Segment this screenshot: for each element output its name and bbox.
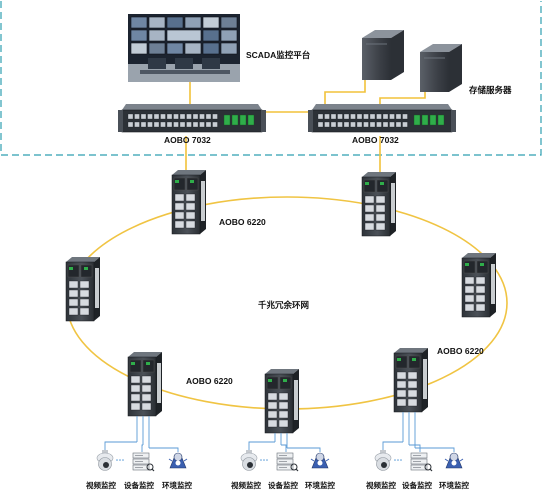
device-monitor-icon bbox=[276, 452, 299, 472]
ring-network-label: 千兆冗余环网 bbox=[258, 300, 310, 310]
endpoint-group bbox=[96, 416, 188, 472]
control-center-boundary bbox=[0, 1, 542, 156]
ring-switch-label-top: AOBO 6220 bbox=[219, 217, 266, 227]
device-monitor-label: 设备监控 bbox=[268, 481, 298, 490]
ring-switch-icon bbox=[393, 348, 428, 413]
ellipsis-dots bbox=[116, 459, 124, 461]
ring-switch-icon bbox=[65, 257, 100, 322]
scada-video-wall bbox=[128, 14, 240, 82]
dome-camera-icon bbox=[240, 450, 258, 471]
ring-switch-icon bbox=[127, 352, 162, 417]
ring-switch-icon bbox=[461, 253, 496, 318]
storage-server-icon bbox=[362, 30, 462, 92]
endpoint-group bbox=[374, 412, 464, 472]
environment-sensor-icon bbox=[168, 452, 188, 469]
ring-switch-icon bbox=[361, 172, 396, 237]
device-monitor-icon bbox=[132, 452, 155, 472]
device-monitor-icon bbox=[410, 452, 433, 472]
video-monitor-label: 视频监控 bbox=[366, 481, 396, 490]
storage-server-label: 存储服务器 bbox=[469, 85, 512, 95]
video-monitor-label: 视频监控 bbox=[231, 481, 261, 490]
device-monitor-label: 设备监控 bbox=[124, 481, 154, 490]
environment-sensor-icon bbox=[444, 452, 464, 469]
core-switch-icon bbox=[118, 104, 266, 133]
video-monitor-label: 视频监控 bbox=[86, 481, 116, 490]
scada-platform-label: SCADA监控平台 bbox=[246, 50, 311, 60]
ring-switch-icon bbox=[171, 170, 206, 235]
environment-monitor-label: 环境监控 bbox=[305, 481, 335, 490]
endpoint-links bbox=[248, 433, 321, 452]
environment-monitor-label: 环境监控 bbox=[439, 481, 469, 490]
endpoint-group bbox=[240, 433, 330, 472]
ellipsis-dots bbox=[260, 459, 268, 461]
core-switch-right-label: AOBO 7032 bbox=[352, 135, 399, 145]
ellipsis-dots bbox=[394, 459, 402, 461]
ring-switch-label-bottom: AOBO 6220 bbox=[186, 376, 233, 386]
endpoint-links bbox=[104, 416, 179, 452]
dome-camera-icon bbox=[374, 450, 392, 471]
environment-sensor-icon bbox=[310, 452, 330, 469]
environment-monitor-label: 环境监控 bbox=[162, 481, 192, 490]
device-monitor-label: 设备监控 bbox=[402, 481, 432, 490]
core-switch-icon bbox=[308, 104, 456, 133]
dome-camera-icon bbox=[96, 450, 114, 471]
ring-switch-label-right: AOBO 6220 bbox=[437, 346, 484, 356]
core-switch-left-label: AOBO 7032 bbox=[164, 135, 211, 145]
ring-switch-icon bbox=[264, 369, 299, 434]
endpoint-links bbox=[382, 412, 455, 452]
